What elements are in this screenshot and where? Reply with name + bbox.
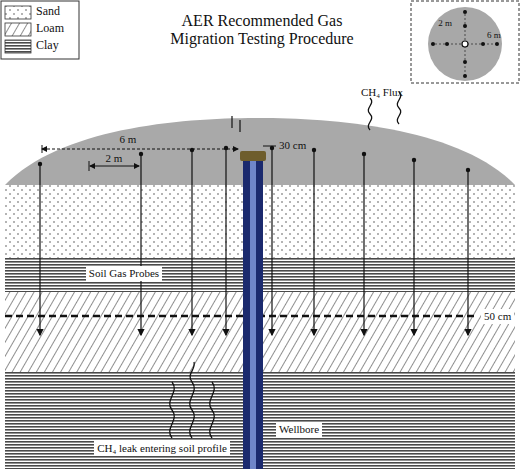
gas-leak-lines	[170, 362, 215, 438]
probe-line	[225, 148, 226, 335]
probe-head	[312, 148, 315, 151]
dimension-arrow	[42, 149, 238, 150]
legend-swatch	[5, 40, 31, 53]
probe-line	[140, 154, 141, 335]
dimension-label: 6 m	[120, 133, 137, 146]
depth-line	[5, 315, 478, 318]
dimension-label: 2 m	[106, 152, 123, 165]
probe-head	[412, 158, 415, 161]
diagram-title: AER Recommended Gas Migration Testing Pr…	[162, 12, 362, 49]
probe-line	[413, 160, 414, 335]
legend-label: Sand	[36, 5, 60, 19]
probe-line	[39, 164, 40, 335]
flux-label: CH₄ Flux	[361, 86, 403, 99]
dimension-label: 6 m	[487, 30, 501, 40]
legend-label: Loam	[36, 22, 64, 36]
legend-box	[1, 1, 79, 59]
probe-line	[271, 148, 272, 335]
probe-head	[362, 152, 365, 155]
probe-dots	[431, 10, 499, 78]
depth-label: 50 cm	[481, 309, 514, 324]
leak-label: CH₄ leak entering soil profile	[94, 441, 230, 456]
probe-line	[191, 150, 192, 335]
wellbore	[243, 160, 263, 469]
probe-line	[363, 154, 364, 335]
legend-swatch	[5, 6, 31, 19]
dimension-arrow	[90, 166, 139, 167]
probe-line	[313, 150, 314, 335]
probe-head	[190, 148, 193, 151]
legend-swatch	[5, 23, 31, 36]
wellbore-label: Wellbore	[276, 422, 322, 437]
probe-head	[139, 152, 142, 155]
probe-head	[38, 162, 41, 165]
probe-head	[466, 168, 469, 171]
probe-line	[467, 170, 468, 335]
probe-label: Soil Gas Probes	[86, 266, 162, 281]
plan-view-circle	[428, 7, 502, 81]
inset-frame	[411, 1, 519, 83]
probe-head	[270, 146, 273, 149]
legend-label: Clay	[36, 39, 59, 53]
dimension-label: 2 m	[438, 18, 452, 28]
well-cap	[240, 151, 266, 161]
probe-head	[224, 146, 227, 149]
dimension-label: 30 cm	[279, 139, 306, 152]
